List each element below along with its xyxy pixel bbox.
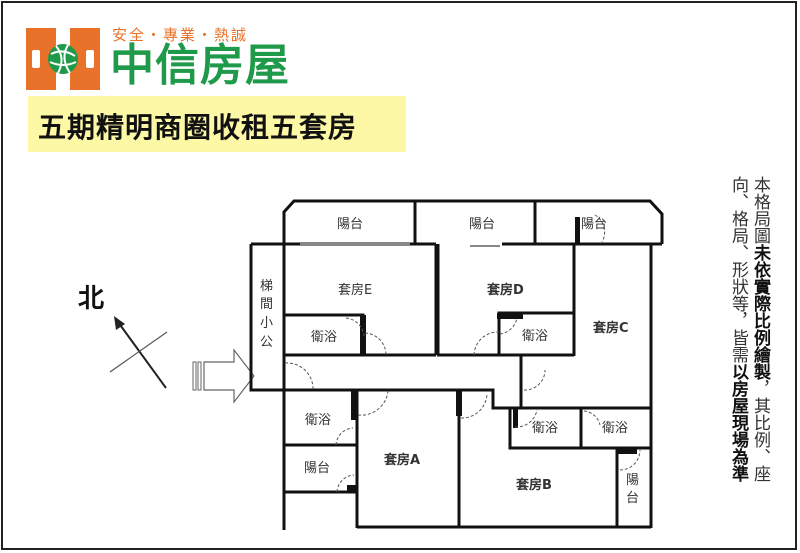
- bath-e-label: 衛浴: [311, 330, 337, 345]
- balcony-top-mid-label: 陽台: [469, 217, 495, 232]
- disclaimer-text-1b: 未依實際比例繪製: [750, 244, 770, 380]
- bath-b-label: 衛浴: [532, 421, 558, 436]
- stair-office-label-4: 公: [260, 335, 273, 350]
- balcony-top-right-label: 陽台: [581, 217, 607, 232]
- stair-office-label-2: 間: [260, 297, 273, 312]
- stair-office-label-1: 梯: [260, 279, 273, 294]
- balcony-a-label: 陽台: [304, 461, 330, 476]
- disclaimer-text-1c: ，其比例、座: [750, 380, 770, 482]
- walls: [249, 199, 664, 530]
- listing-banner: 五期精明商圈收租五套房: [28, 96, 406, 152]
- wall-stubs: [347, 217, 637, 493]
- suite-b-label: 套房B: [515, 477, 552, 493]
- sliding-doors: [300, 243, 500, 247]
- door-swings: [284, 214, 641, 493]
- stair-office-label-3: 小: [260, 316, 273, 331]
- north-arrow-icon: [109, 316, 168, 389]
- north-label: 北: [78, 284, 105, 314]
- listing-title: 五期精明商圈收租五套房: [38, 111, 358, 144]
- disclaimer-text-1a: 本格局圖: [750, 176, 770, 244]
- brand-name: 中信房屋: [110, 40, 290, 91]
- balcony-b-label-2: 台: [626, 491, 639, 506]
- disclaimer-text-2b: 以房屋現場為準: [728, 363, 748, 482]
- balcony-b-label-1: 陽: [626, 473, 639, 488]
- bath-d-label: 衛浴: [522, 329, 548, 344]
- balcony-top-left-label: 陽台: [337, 217, 363, 232]
- suite-e-label: 套房E: [338, 282, 372, 298]
- brand-slogan: 安全・專業・熱誠: [112, 26, 249, 44]
- bath-a-label: 衛浴: [305, 413, 331, 428]
- disclaimer-column-1: 本格局圖未依實際比例繪製，其比例、座: [750, 176, 770, 482]
- bath-c-label: 衛浴: [602, 421, 628, 436]
- suite-d-label: 套房D: [486, 282, 524, 298]
- brand-logo-icon: [26, 28, 100, 90]
- disclaimer-text-2a: 向、格局、形狀等，皆需: [728, 176, 748, 363]
- suite-c-label: 套房C: [592, 320, 629, 336]
- entrance-arrow-icon: [192, 348, 255, 404]
- disclaimer-column-2: 向、格局、形狀等，皆需以房屋現場為準: [728, 176, 748, 482]
- suite-a-label: 套房A: [383, 452, 420, 468]
